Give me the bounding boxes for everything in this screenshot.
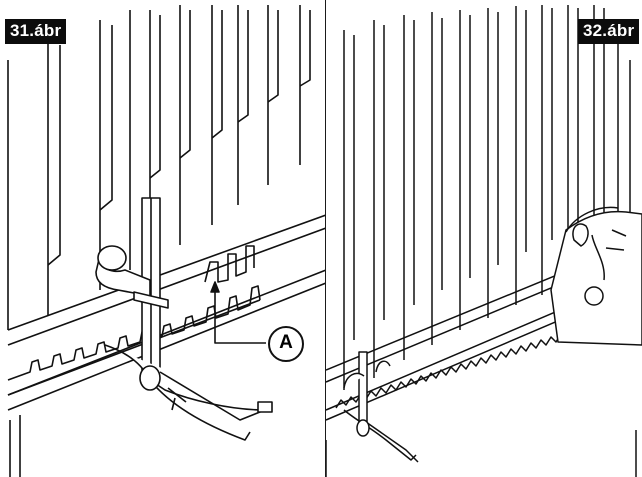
callout-a-letter: A bbox=[279, 332, 293, 353]
figure-32-label: 32.ábr bbox=[578, 19, 640, 44]
gear-rack bbox=[7, 245, 261, 396]
gate-motor-icon bbox=[550, 206, 642, 346]
figure-31-label: 31.ábr bbox=[5, 19, 67, 44]
callout-leader bbox=[210, 281, 266, 344]
figure-31-drawing bbox=[7, 5, 326, 477]
gear-rack bbox=[335, 299, 592, 409]
figure-31-panel: 31.ábr A bbox=[5, 5, 326, 477]
gate-slats bbox=[7, 5, 311, 330]
figure-32-panel: 32.ábr bbox=[326, 0, 642, 477]
figure-32-drawing bbox=[326, 5, 642, 477]
locking-pliers-icon bbox=[104, 344, 273, 441]
clamp-strap bbox=[133, 291, 169, 309]
locking-pliers-icon bbox=[343, 351, 419, 463]
callout-a bbox=[268, 326, 304, 362]
